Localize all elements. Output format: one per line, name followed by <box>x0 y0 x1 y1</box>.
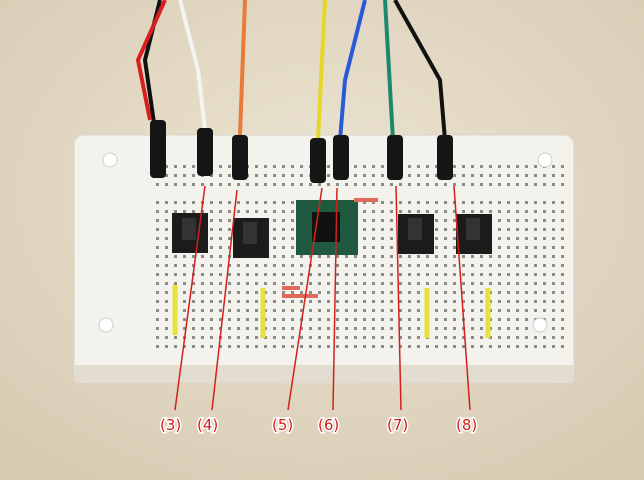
label-6: (6) <box>318 416 339 434</box>
label-3: (3) <box>160 416 181 434</box>
wire-connectors <box>150 120 453 183</box>
push-buttons <box>172 213 492 258</box>
label-7: (7) <box>387 416 408 434</box>
annotation-arrows <box>174 185 471 411</box>
wires <box>135 0 447 141</box>
label-5: (5) <box>272 416 293 434</box>
breadboard <box>73 134 575 383</box>
yellow-jumpers <box>172 285 491 338</box>
label-4: (4) <box>197 416 218 434</box>
label-8: (8) <box>456 416 477 434</box>
red-jumpers <box>282 198 378 298</box>
chip-module <box>296 200 358 255</box>
